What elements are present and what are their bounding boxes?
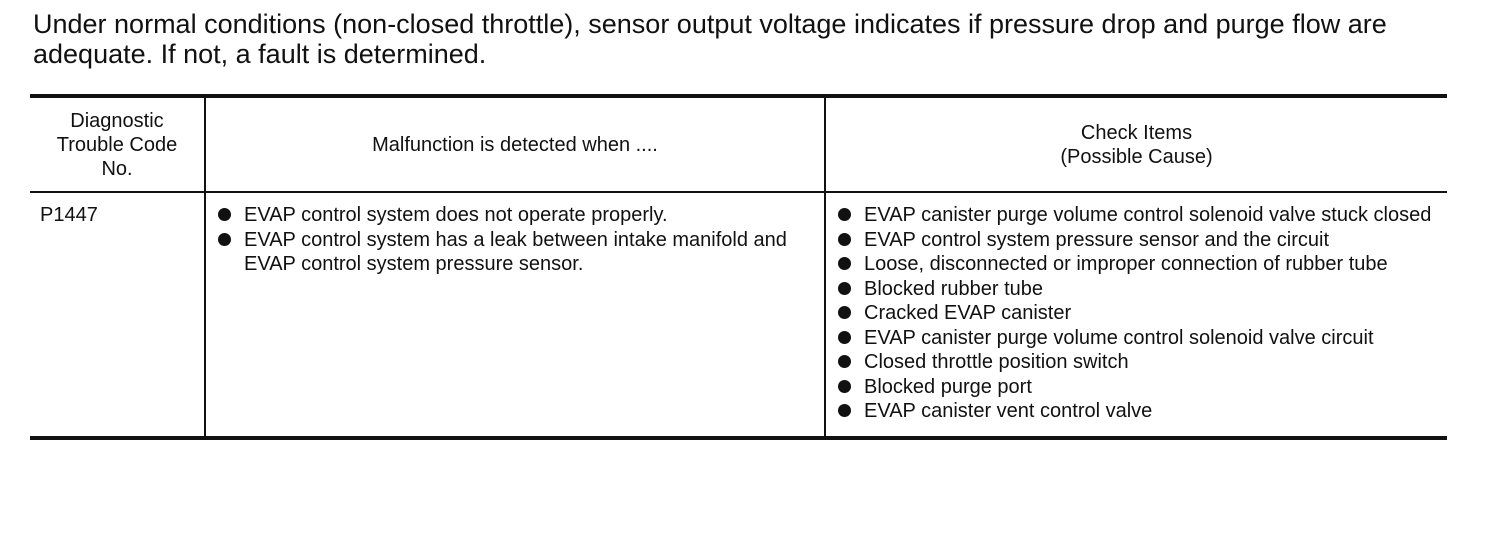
list-item: EVAP control system does not operate pro… [218,203,824,228]
header-check-line1: Check Items [1080,121,1193,144]
header-check-items: Check Items (Possible Cause) [825,96,1447,193]
bullet-icon [838,330,851,344]
list-item: EVAP control system has a leak between i… [218,228,824,277]
bullet-icon [838,208,851,221]
header-dtc-number: Diagnostic Trouble Code No. [30,96,206,193]
list-item: Closed throttle position switch [838,350,1447,375]
list-item: Loose, disconnected or improper connecti… [838,252,1447,277]
diagnostic-table: Diagnostic Trouble Code No. Malfunction … [30,94,1447,440]
list-item: Blocked purge port [838,375,1447,400]
dtc-code-cell: P1447 [30,192,206,438]
malfunction-list: EVAP control system does not operate pro… [218,203,824,277]
bullet-icon [218,232,231,246]
list-item: EVAP control system pressure sensor and … [838,228,1447,253]
bullet-icon [838,281,851,295]
header-check-line2: (Possible Cause) [1060,145,1213,168]
table-row: P1447 EVAP control system does not opera… [30,192,1447,438]
malfunction-cell: EVAP control system does not operate pro… [205,192,826,438]
header-dtc-line1: Diagnostic [70,109,164,132]
header-malfunction: Malfunction is detected when .... [205,96,826,193]
table-header-row: Diagnostic Trouble Code No. Malfunction … [30,96,1447,193]
check-items-cell: EVAP canister purge volume control solen… [825,192,1447,438]
list-item: EVAP canister purge volume control solen… [838,326,1447,351]
bullet-icon [838,257,851,270]
check-items-list: EVAP canister purge volume control solen… [838,203,1447,424]
bullet-icon [838,355,851,368]
bullet-icon [838,232,851,246]
list-item: Cracked EVAP canister [838,301,1447,326]
bullet-icon [838,404,851,417]
bullet-icon [218,208,231,221]
header-dtc-line3: No. [101,157,133,180]
header-dtc-line2: Trouble Code [56,133,178,156]
list-item: EVAP canister vent control valve [838,399,1447,424]
list-item: EVAP canister purge volume control solen… [838,203,1447,228]
intro-paragraph: Under normal conditions (non-closed thro… [33,9,1387,69]
list-item: Blocked rubber tube [838,277,1447,302]
bullet-icon [838,379,851,393]
bullet-icon [838,306,851,319]
